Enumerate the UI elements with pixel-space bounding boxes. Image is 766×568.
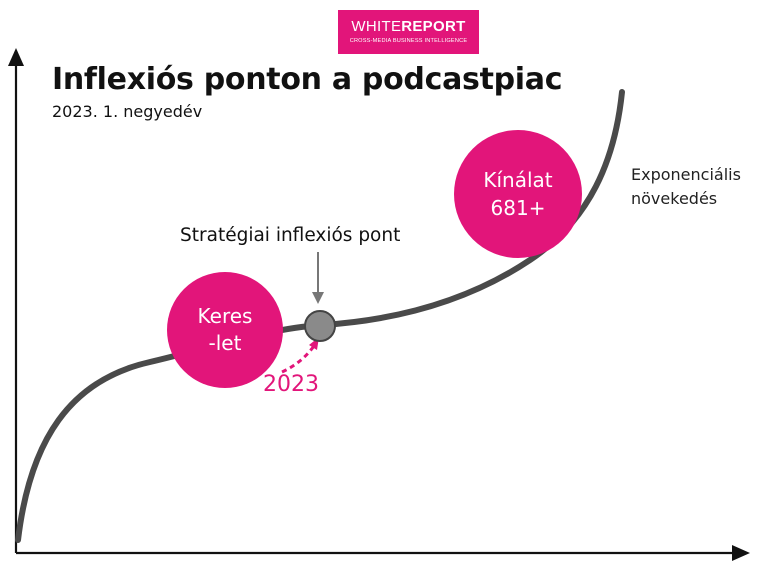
logo-brand-white: WHITE bbox=[351, 18, 402, 35]
logo-brand-report: REPORT bbox=[401, 18, 466, 35]
exponential-growth-label: Exponenciális növekedés bbox=[631, 163, 741, 211]
year-label: 2023 bbox=[263, 372, 319, 397]
x-axis-arrowhead bbox=[732, 545, 750, 561]
demand-circle: Keres -let bbox=[167, 272, 283, 388]
strategic-inflection-label: Stratégiai inflexiós pont bbox=[180, 225, 401, 246]
page-title: Inflexiós ponton a podcastpiac bbox=[52, 62, 563, 97]
exponential-line1: Exponenciális bbox=[631, 165, 741, 184]
whitereport-logo: WHITEREPORT CROSS-MEDIA BUSINESS INTELLI… bbox=[338, 10, 479, 54]
inflection-point-marker bbox=[304, 310, 336, 342]
exponential-line2: növekedés bbox=[631, 189, 718, 208]
year-dashed-arrow bbox=[281, 345, 316, 374]
demand-label-line1: Keres bbox=[197, 304, 253, 328]
supply-label-line2: 681+ bbox=[490, 196, 546, 220]
logo-tagline: CROSS-MEDIA BUSINESS INTELLIGENCE bbox=[349, 38, 468, 44]
y-axis-arrowhead bbox=[8, 48, 24, 66]
supply-circle: Kínálat 681+ bbox=[454, 130, 582, 258]
page-subtitle: 2023. 1. negyedév bbox=[52, 102, 203, 121]
demand-label-line2: -let bbox=[208, 331, 242, 355]
pointer-arrowhead bbox=[312, 292, 324, 304]
logo-brand: WHITEREPORT bbox=[338, 19, 479, 35]
supply-label-line1: Kínálat bbox=[483, 168, 553, 192]
